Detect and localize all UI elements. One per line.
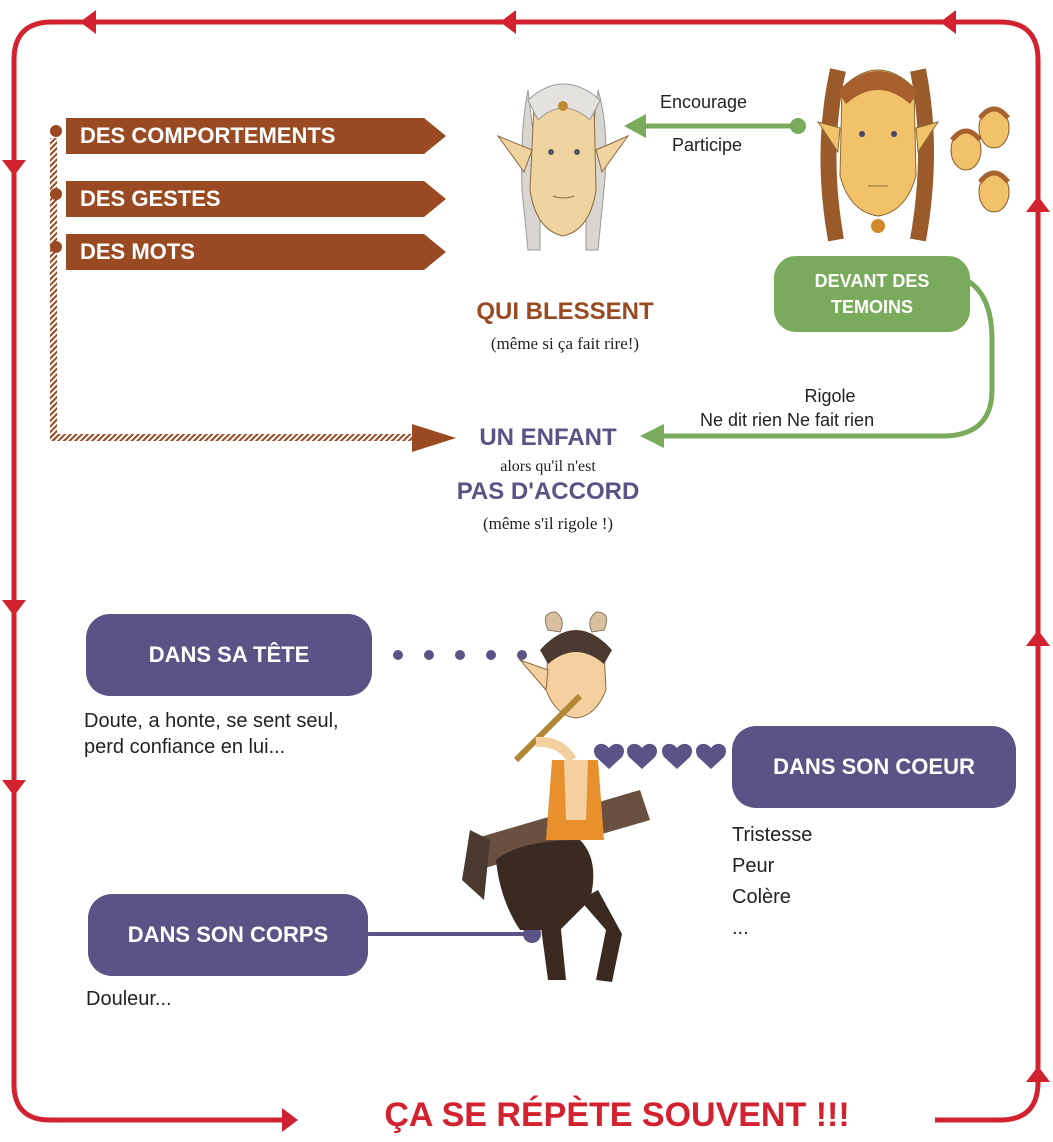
behavior-connector — [50, 138, 57, 440]
child-title: UN ENFANT — [479, 424, 617, 451]
heart-item: ... — [732, 917, 749, 939]
behavior-dot — [50, 241, 62, 253]
cycle-arrow — [1026, 1066, 1050, 1082]
hearts-icon — [593, 743, 727, 769]
witness-arrow — [640, 424, 664, 448]
body-box: DANS SON CORPS — [88, 894, 368, 976]
passive-label: Ne dit rien Ne fait rien — [700, 410, 875, 430]
child-sub: alors qu'il n'est — [500, 458, 596, 475]
cycle-arrow — [1026, 630, 1050, 646]
cycle-arrow — [2, 160, 26, 176]
head-box: DANS SA TÊTE — [86, 614, 372, 696]
witnesses-box: DEVANT DES TEMOINS — [774, 256, 970, 332]
child-arrow — [412, 424, 456, 452]
hurt-note: (même si ça fait rire!) — [490, 334, 640, 353]
encourage-label: Encourage — [660, 92, 748, 112]
cycle-arrow — [2, 780, 26, 796]
witness-arrow — [624, 114, 646, 138]
heart-item: Colère — [732, 886, 791, 908]
cycle-arrow — [80, 10, 96, 34]
cycle-arrow — [2, 600, 26, 616]
elf-victim-illustration — [496, 83, 630, 251]
behavior-dot — [50, 125, 62, 137]
faun-illustration — [462, 611, 650, 982]
cycle-arrow — [500, 10, 516, 34]
elf-witness-illustration — [816, 68, 1010, 242]
heart-list: Tristesse Peur Colère ... — [732, 820, 812, 944]
heart-item: Tristesse — [732, 824, 813, 846]
heart-box: DANS SON COEUR — [732, 726, 1016, 808]
cycle-arrow — [1026, 196, 1050, 212]
cycle-arrow — [940, 10, 956, 34]
rigole-label: Rigole — [804, 386, 856, 406]
behavior-comportements: DES COMPORTEMENTS — [66, 118, 446, 154]
child-disagree: PAS D'ACCORD — [456, 478, 640, 505]
head-text: Doute, a honte, se sent seul, perd confi… — [84, 710, 339, 758]
behavior-connector — [50, 434, 412, 441]
behavior-mots: DES MOTS — [66, 234, 446, 270]
child-note: (même s'il rigole !) — [482, 514, 614, 533]
hurt-title: QUI BLESSENT — [476, 298, 654, 325]
cycle-arrow — [282, 1108, 298, 1132]
behavior-gestes: DES GESTES — [66, 181, 446, 217]
body-text: Douleur... — [86, 988, 172, 1010]
behavior-dot — [50, 188, 62, 200]
cycle-label: ÇA SE RÉPÈTE SOUVENT !!! — [384, 1096, 850, 1134]
participe-label: Participe — [672, 135, 743, 155]
heart-item: Peur — [732, 855, 775, 877]
